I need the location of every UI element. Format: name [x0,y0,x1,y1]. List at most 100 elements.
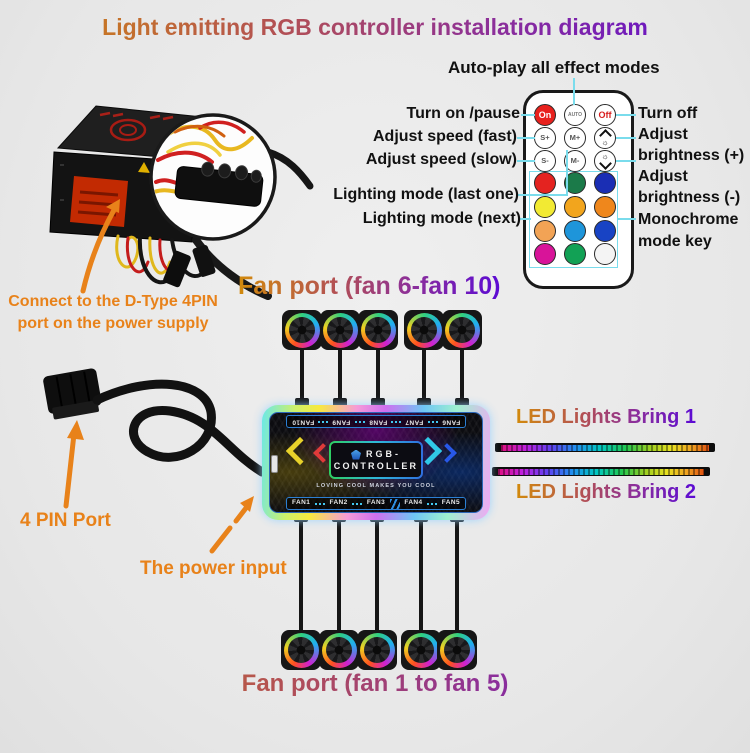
led-strip-2-leds [498,468,704,475]
button-off: Off [594,104,616,126]
port-label-fan7: FAN7 [405,418,424,426]
molex-connector [174,161,264,207]
button-speed-minus: S- [534,150,556,172]
magnifier-circle [149,113,277,241]
brand-name-line2: CONTROLLER [333,460,419,471]
four-pin-port-label: 4 PIN Port [20,510,111,531]
callout-mode-last-v [566,150,568,196]
color-key-deepblue [594,220,616,242]
dots-divider [318,420,329,423]
color-key-blue [594,172,616,194]
fan-ports-bottom-strip: FAN1 FAN2 FAN3 FAN4 FAN5 [286,497,466,510]
brightness-sun-icon: ☼ [601,138,609,147]
diagonal-stripes [389,498,400,509]
dots-divider [352,502,363,505]
adjust-brightness-minus-label: Adjust brightness (-) [638,168,741,206]
fan-cables-top [300,346,464,406]
button-on-pause: On [534,104,556,126]
adjust-speed-fast-label: Adjust speed (fast) [372,128,517,145]
button-brightness-plus: ☼ [594,127,616,149]
adjust-speed-slow-label: Adjust speed (slow) [365,151,517,168]
callout-mode-last-h [517,194,568,196]
auto-play-label: Auto-play all effect modes [448,58,660,77]
turn-off-label: Turn off [638,105,698,122]
power-input-label: The power input [140,558,287,579]
brightness-sun-icon: ☼ [601,152,609,161]
color-key-amber [564,196,586,218]
annotation-arrows [63,199,254,554]
port-label-fan2: FAN2 [329,499,348,507]
led-strip-2-label: LED Lights Bring 2 [516,481,696,503]
rgb-fan-5 [437,630,477,670]
color-key-orange [594,196,616,218]
button-speed-plus: S+ [534,127,556,149]
port-label-fan6: FAN6 [441,418,460,426]
callout-monochrome [617,218,636,220]
color-key-skyblue [564,220,586,242]
dots-divider [391,420,402,423]
monochrome-mode-label: Monochrome mode key [638,211,739,250]
port-label-fan5: FAN5 [441,499,460,507]
color-key-white [594,243,616,265]
led-strip-1-label: LED Lights Bring 1 [516,406,696,428]
dots-divider [314,502,325,505]
button-auto: AUTO [564,104,586,126]
led-strip-1-leds [501,444,709,451]
turn-on-pause-label: Turn on /pause [406,105,520,122]
led-strip-2 [492,467,710,476]
rgb-fan-8 [358,310,398,350]
rgb-fan-10 [442,310,482,350]
callout-auto [573,78,575,105]
page-title: Light emitting RGB controller installati… [0,14,750,41]
rgb-fan-1 [281,630,321,670]
color-key-red [534,172,556,194]
lighting-mode-next-label: Lighting mode (next) [362,210,521,227]
button-mode-minus: M- [564,150,586,172]
port-label-fan3: FAN3 [366,499,386,507]
port-label-fan1: FAN1 [292,499,311,507]
color-key-magenta [534,243,556,265]
port-label-fan9: FAN9 [332,418,351,426]
brand-logo-icon [351,449,361,460]
dots-divider [427,420,438,423]
fan-port-top-label: Fan port (fan 6-fan 10) [238,272,501,300]
callout-mode-next [518,218,531,220]
brand-plate-inner: RGB- CONTROLLER [331,443,421,477]
color-key-lightorange [534,220,556,242]
power-cable [92,379,267,477]
rgb-fan-7 [320,310,360,350]
port-label-fan10: FAN10 [292,418,315,426]
callout-brightness-minus [616,160,636,162]
callout-speed-fast [517,137,535,139]
callout-off [616,114,636,116]
brand-name-line1: RGB- [366,449,401,459]
color-key-yellow [534,196,556,218]
rgb-fan-3 [357,630,397,670]
rgb-controller: FAN10 FAN9 FAN8 FAN7 FAN6 RGB- CONTROLLE… [262,405,490,520]
button-brightness-minus: ☼ [594,150,616,172]
brand-plate: RGB- CONTROLLER [329,441,423,479]
fan-cables-bottom [299,516,459,634]
color-key-green [564,172,586,194]
brand-slogan: LOVING COOL MAKES YOU COOL [316,483,436,489]
rgb-fan-6 [282,310,322,350]
callout-on [521,114,535,116]
dots-divider [427,502,438,505]
four-pin-connector [43,368,102,420]
button-mode-plus: M+ [564,127,586,149]
psu-wires [115,148,314,300]
callout-speed-slow [517,160,535,162]
adjust-brightness-plus-label: Adjust brightness (+) [638,126,745,164]
rgb-fan-9 [404,310,444,350]
lighting-mode-last-label: Lighting mode (last one) [333,186,519,203]
remote-control: On AUTO Off S+ M+ ☼ S- M- ☼ [523,90,634,289]
port-label-fan8: FAN8 [368,418,388,426]
led-strip-1 [495,443,715,452]
power-input-port [271,455,278,473]
callout-brightness-plus [616,137,636,139]
port-label-fan4: FAN4 [404,499,423,507]
fan-ports-top-strip: FAN10 FAN9 FAN8 FAN7 FAN6 [286,415,466,428]
rgb-controller-face: FAN10 FAN9 FAN8 FAN7 FAN6 RGB- CONTROLLE… [269,412,483,513]
